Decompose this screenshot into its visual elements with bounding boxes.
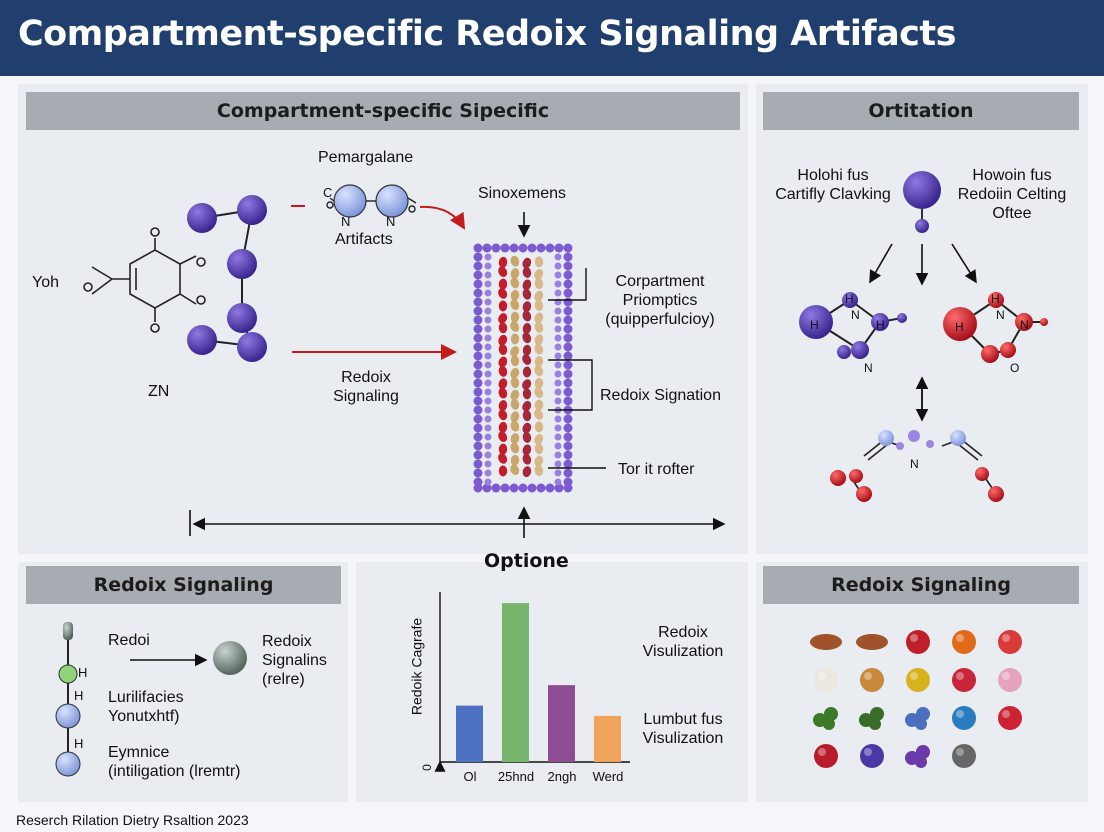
molecule-icon bbox=[856, 634, 888, 650]
molecule-icon bbox=[905, 707, 930, 730]
label-yoh: Yoh bbox=[32, 274, 59, 291]
atom-h1: H bbox=[810, 318, 819, 332]
molecule-icon bbox=[998, 706, 1022, 730]
label-sinoxemens: Sinoxemens bbox=[478, 185, 567, 202]
bar-Ol bbox=[456, 705, 483, 762]
bar-Werd bbox=[594, 715, 621, 762]
molecule-icon bbox=[998, 668, 1022, 692]
molecule-icon bbox=[814, 668, 838, 692]
hexagon-molecule-icon bbox=[83, 227, 206, 333]
label-eymnice: Eymnice (intiligation (lremtr) bbox=[108, 744, 241, 780]
molecule-icon bbox=[860, 744, 884, 768]
bottom-left-header: Redoix Signaling bbox=[26, 566, 341, 604]
molecule-icon bbox=[810, 634, 842, 650]
atom-h3: H bbox=[74, 736, 84, 751]
atom-c: C bbox=[323, 185, 333, 200]
molecule-icon bbox=[952, 744, 976, 768]
molecule-grid bbox=[810, 630, 1022, 768]
molecule-icon bbox=[998, 630, 1022, 654]
bar-2ngh bbox=[548, 685, 575, 762]
label-holohi: Holohi fus Cartifly Clavking bbox=[775, 167, 891, 203]
gray-sphere-icon bbox=[213, 641, 247, 675]
molecule-icon bbox=[814, 744, 838, 768]
central-sphere-icon bbox=[903, 171, 941, 233]
atom-o: O bbox=[1010, 361, 1020, 375]
molecule-icon bbox=[906, 630, 930, 654]
title-bar: Compartment-specific Redoix Signaling Ar… bbox=[0, 0, 1104, 76]
label-compartment: Corpartment Priomptics (quipperfulcioy) bbox=[605, 273, 715, 328]
molecule-icon bbox=[952, 630, 976, 654]
tick-label: 25hnd bbox=[497, 769, 535, 784]
atom-n4: N bbox=[1020, 318, 1029, 332]
pemargalane-molecule bbox=[291, 184, 417, 218]
molecule-icon bbox=[813, 707, 838, 730]
atom-h4: H bbox=[955, 320, 964, 334]
tick-label: 2ngh bbox=[547, 769, 577, 784]
atom-n1: N bbox=[851, 308, 860, 322]
tick-label: Werd bbox=[592, 769, 624, 784]
label-pemargalane: Pemargalane bbox=[318, 149, 414, 166]
label-tor-it-rofter: Tor it rofter bbox=[618, 461, 695, 478]
atom-n5: N bbox=[910, 457, 919, 471]
molecule-icon bbox=[906, 668, 930, 692]
label-redoi: Redoi bbox=[108, 632, 150, 649]
atom-n1: N bbox=[341, 214, 351, 229]
label-lurilifacies: Lurilifacies Yonutxhtf) bbox=[108, 689, 184, 725]
footer-text: Reserch Rilation Dietry Rsaltion 2023 bbox=[16, 812, 249, 828]
atom-n3: N bbox=[996, 308, 1005, 322]
chart-zero-label: 0 bbox=[419, 764, 434, 771]
bottom-right-header: Redoix Signaling bbox=[763, 566, 1079, 604]
label-zn: ZN bbox=[148, 383, 170, 400]
atom-h2: H bbox=[845, 292, 854, 306]
label-redoix-visulization: Redoix Visulization bbox=[642, 624, 724, 660]
molecule-icon bbox=[860, 668, 884, 692]
atom-h2: H bbox=[74, 688, 84, 703]
chart-ylabel: Redoik Cagrafe bbox=[408, 617, 425, 716]
main-panel bbox=[18, 84, 748, 554]
purple-atom-chain bbox=[187, 195, 267, 362]
chart-title: Optione bbox=[484, 550, 569, 572]
vertical-atom-chain bbox=[55, 622, 81, 777]
label-howoin: Howoin fus Redoiin Celting Oftee bbox=[957, 167, 1067, 222]
molecule-icon bbox=[905, 745, 930, 768]
label-artifacts: Artifacts bbox=[335, 231, 393, 248]
tick-label: Ol bbox=[463, 769, 477, 784]
small-molecule bbox=[830, 430, 1004, 502]
atom-n2: N bbox=[864, 361, 873, 375]
label-lumbut-fus: Lumbut fus Visulization bbox=[642, 711, 724, 747]
atom-h3: H bbox=[876, 318, 885, 332]
atom-n2: N bbox=[386, 214, 396, 229]
label-redoix-signaling: Redoix Signaling bbox=[333, 369, 399, 405]
right-panel-header: Ortitation bbox=[763, 92, 1079, 130]
molecule-icon bbox=[859, 707, 884, 730]
compartment-membrane bbox=[473, 243, 573, 493]
red-molecule bbox=[943, 292, 1048, 363]
label-redoix-signalins: Redoix Signalins (relre) bbox=[262, 633, 327, 688]
purple-molecule bbox=[799, 292, 907, 359]
main-panel-header: Compartment-specific Sipecific bbox=[26, 92, 740, 130]
atom-h5: H bbox=[991, 292, 1000, 306]
atom-h1: H bbox=[78, 665, 88, 680]
molecule-icon bbox=[952, 668, 976, 692]
molecule-icon bbox=[952, 706, 976, 730]
page-title: Compartment-specific Redoix Signaling Ar… bbox=[18, 14, 957, 54]
bar-25hnd bbox=[502, 603, 529, 762]
label-redoix-signation: Redoix Signation bbox=[600, 387, 721, 404]
